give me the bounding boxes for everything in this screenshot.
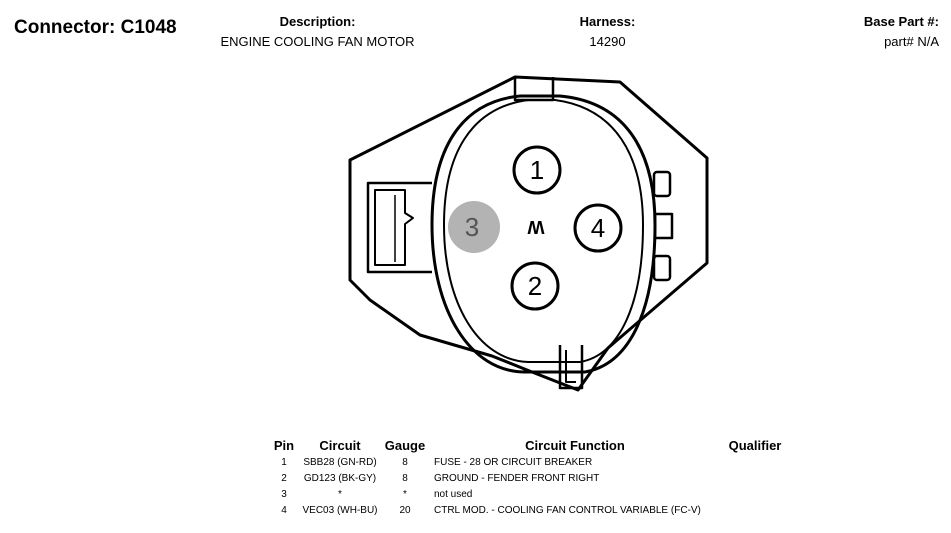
- pin-table-header: Pin Circuit Gauge Circuit Function Quali…: [268, 436, 790, 454]
- pin-table: Pin Circuit Gauge Circuit Function Quali…: [268, 436, 790, 518]
- base-part-block: Base Part #: part# N/A: [864, 12, 939, 52]
- harness-block: Harness: 14290: [545, 12, 670, 52]
- row-qualifier: [720, 502, 790, 518]
- center-marker: W: [528, 217, 545, 237]
- base-part-value: part# N/A: [884, 34, 939, 49]
- row-function: not used: [434, 488, 473, 500]
- connector-inner-oval: [430, 94, 657, 374]
- pin-1-circle: [512, 145, 562, 195]
- right-tab-top: [652, 170, 672, 198]
- left-latch-tab: [366, 181, 432, 274]
- row-circuit: VEC03 (WH-BU): [302, 504, 378, 516]
- pin-2-circle: [510, 261, 560, 311]
- table-row: 1 SBB28 (GN-RD) 8 FUSE - 28 OR CIRCUIT B…: [268, 454, 790, 470]
- pin-4-circle: [573, 203, 623, 253]
- row-function: FUSE - 28 OR CIRCUIT BREAKER: [434, 456, 593, 468]
- pin-1-label: 1: [530, 155, 544, 185]
- header-qualifier: Qualifier: [728, 437, 782, 453]
- row-pin: 2: [281, 472, 287, 484]
- connector-housing-outline: [348, 75, 709, 392]
- base-part-label: Base Part #:: [863, 14, 939, 29]
- table-row: 3 * * not used: [268, 486, 790, 502]
- pin-3-label: 3: [465, 212, 479, 242]
- description-label: Description:: [279, 14, 356, 29]
- row-function: GROUND - FENDER FRONT RIGHT: [434, 472, 600, 484]
- pin-2-label: 2: [528, 271, 542, 301]
- row-circuit: SBB28 (GN-RD): [303, 456, 377, 468]
- table-row: 4 VEC03 (WH-BU) 20 CTRL MOD. - COOLING F…: [268, 502, 790, 518]
- header-pin: Pin: [273, 437, 295, 453]
- header-function: Circuit Function: [525, 437, 625, 453]
- row-pin: 4: [281, 504, 287, 516]
- right-tab-bottom: [652, 254, 672, 282]
- row-pin: 1: [281, 456, 287, 468]
- header-circuit: Circuit: [319, 437, 361, 453]
- row-qualifier: [720, 486, 790, 502]
- pin-3-highlight: [448, 201, 500, 253]
- row-function: CTRL MOD. - COOLING FAN CONTROL VARIABLE…: [434, 504, 701, 516]
- row-qualifier: [720, 454, 790, 470]
- description-block: Description: ENGINE COOLING FAN MOTOR: [190, 12, 445, 52]
- row-gauge: 8: [402, 472, 408, 484]
- connector-title: Connector: C1048: [14, 17, 177, 38]
- header-gauge: Gauge: [384, 437, 426, 453]
- connector-face-diagram: 1 2 3 4 W: [348, 75, 709, 392]
- row-circuit: GD123 (BK-GY): [303, 472, 377, 484]
- pin-4-label: 4: [591, 213, 605, 243]
- row-circuit: *: [338, 488, 342, 500]
- row-pin: 3: [281, 488, 287, 500]
- top-key-notch: [513, 77, 555, 102]
- description-value: ENGINE COOLING FAN MOTOR: [220, 34, 415, 49]
- row-gauge: *: [403, 488, 407, 500]
- row-qualifier: [720, 470, 790, 486]
- harness-value: 14290: [589, 34, 626, 49]
- harness-label: Harness:: [579, 14, 636, 29]
- table-row: 2 GD123 (BK-GY) 8 GROUND - FENDER FRONT …: [268, 470, 790, 486]
- row-gauge: 8: [402, 456, 408, 468]
- row-gauge: 20: [399, 504, 411, 516]
- bottom-latch: [558, 345, 584, 390]
- right-tab-middle: [653, 212, 674, 240]
